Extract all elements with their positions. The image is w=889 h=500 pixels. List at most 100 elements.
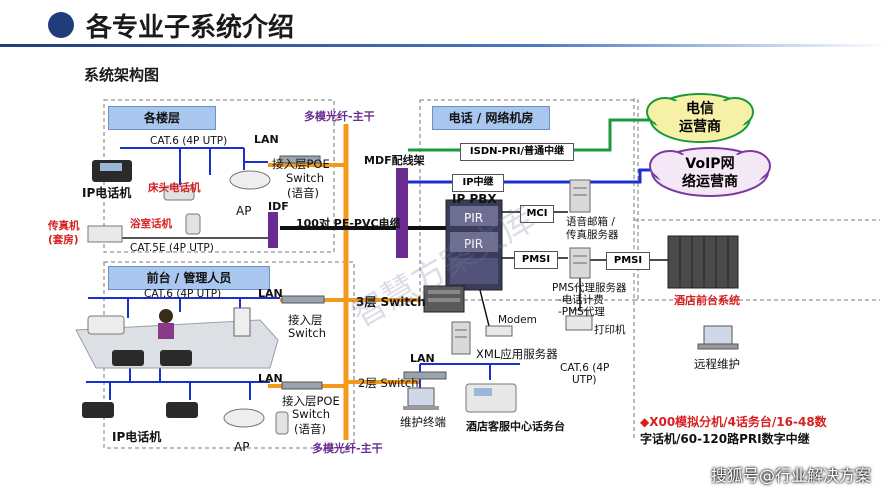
poe-switch-bot-line3: (语音) — [294, 422, 326, 436]
l3-switch-icon — [423, 285, 465, 313]
operator-icon — [158, 309, 174, 339]
cat6-label-1: CAT.6 (4P UTP) — [150, 135, 228, 147]
xml-server-icon — [451, 321, 471, 355]
hotel-front-label: 酒店前台系统 — [674, 294, 740, 307]
pms-proxy-line2: -电话计费 — [558, 294, 604, 306]
voicemail-label-line2: 传真服务器 — [566, 229, 619, 241]
l3-switch-label: 3层 Switch — [356, 295, 426, 309]
ap-label-top: AP — [236, 204, 252, 218]
phone-handset-icon — [275, 411, 289, 435]
ip-pbx-label: IP PBX — [452, 192, 497, 206]
title-underline — [0, 44, 889, 47]
mci-tag: MCI — [520, 205, 554, 223]
ip-pbx-rack-icon — [445, 199, 503, 291]
printer-label: 打印机 — [594, 324, 626, 336]
poe-switch-bot-line1: 接入层POE — [282, 394, 340, 408]
voicemail-server-icon — [569, 179, 591, 213]
hotel-front-rack-icon — [667, 235, 739, 289]
ip-phone-label-top: IP电话机 — [82, 186, 132, 200]
page-title: 各专业子系统介绍 — [86, 13, 295, 43]
ap-bottom-icon — [223, 408, 265, 428]
printer-icon — [565, 309, 593, 331]
console-icon — [465, 383, 517, 413]
diagram-subtitle: 系统架构图 — [84, 66, 160, 84]
pe-pvc-label: 100对 PE-PVC电缆 — [296, 217, 401, 230]
service-center-label: 酒店客服中心话务台 — [466, 420, 565, 433]
access-switch-line2: Switch — [288, 326, 327, 340]
poe-switch-top-line2: Switch — [286, 171, 325, 185]
cat6-label-2b: UTP) — [572, 374, 597, 386]
modem-label: Modem — [498, 314, 537, 326]
mdf-label: MDF配线架 — [364, 154, 425, 167]
lan-label-2: LAN — [258, 287, 283, 300]
footer-credit: 搜狐号@行业解决方案 — [710, 466, 871, 485]
spec-line1: ◆X00模拟分机/4话务台/16-48数 — [640, 413, 827, 430]
bath-phone-label: 浴室话机 — [130, 218, 172, 230]
l2-switch-label: 2层 Switch — [358, 376, 419, 390]
poe-switch-top-line1: 接入层POE — [272, 157, 330, 171]
voip-cloud-line2: 络运营商 — [682, 174, 738, 190]
cat6-front-label: CAT.6 (4P UTP) — [144, 288, 222, 300]
isdn-tag: ISDN-PRI/普通中继 — [460, 143, 574, 161]
bath-phone-icon — [185, 213, 201, 235]
cat6-label-2a: CAT.6 (4P — [560, 362, 610, 374]
ip-phone-label-bottom: IP电话机 — [112, 430, 162, 444]
ap-label-bottom: AP — [234, 440, 250, 454]
title-bar — [0, 0, 889, 50]
fax-icon — [87, 225, 123, 243]
lan-label-1: LAN — [254, 133, 279, 146]
pmsi-tag-right: PMSI — [606, 252, 650, 270]
maint-terminal-icon — [403, 387, 439, 410]
poe-switch-bot-line2: Switch — [292, 407, 331, 421]
access-switch-line1: 接入层 — [288, 313, 323, 327]
header-front-desk: 前台 / 管理人员 — [108, 266, 270, 290]
telecom-cloud-line1: 电信 — [686, 101, 714, 117]
xml-server-label: XML应用服务器 — [476, 347, 558, 361]
fax-label-line1: 传真机 — [48, 220, 80, 232]
idf-label: IDF — [268, 200, 289, 213]
pir-label-1: PIR — [464, 211, 484, 225]
header-floors: 各楼层 — [108, 106, 216, 130]
poe-switch-top-line3: (语音) — [287, 186, 319, 200]
pms-proxy-server-icon — [569, 247, 591, 279]
backbone-label-bottom: 多模光纤-主干 — [312, 442, 383, 455]
ap-top-icon — [229, 170, 271, 190]
pmsi-tag-left: PMSI — [514, 251, 558, 269]
bedside-phone-icon — [163, 185, 195, 201]
pms-proxy-line1: PMS代理服务器 — [552, 282, 627, 294]
ip-trunk-tag: IP中继 — [452, 174, 504, 192]
lan-label-4: LAN — [258, 372, 283, 385]
pms-proxy-line3: -PMS代理 — [558, 306, 605, 318]
voip-cloud-icon — [649, 147, 771, 197]
spec-line1-text: ◆X00模拟分机/4话务台/16-48数 — [640, 415, 827, 429]
telecom-room-frame — [419, 99, 639, 301]
voip-cloud-line1: VoIP网 — [685, 156, 735, 172]
laptop-icon — [697, 325, 739, 350]
maint-terminal-label: 维护终端 — [400, 415, 446, 429]
backbone-label-top: 多模光纤-主干 — [304, 110, 375, 123]
telecom-cloud-line2: 运营商 — [679, 119, 721, 135]
title-bullet-icon — [48, 12, 74, 38]
lan-label-3: LAN — [410, 352, 435, 365]
header-telecom-room: 电话 / 网络机房 — [432, 106, 550, 130]
bedside-phone-label: 床头电话机 — [148, 182, 201, 194]
telecom-cloud-icon — [646, 93, 754, 143]
pc-tower-icon — [233, 307, 251, 337]
access-switch-front-icon — [281, 295, 325, 304]
mdf-frame — [396, 168, 408, 258]
l2-switch-icon — [403, 371, 447, 380]
pir-label-2: PIR — [464, 237, 484, 251]
idf-frame — [268, 212, 278, 248]
spec-line2: 字话机/60-120路PRI数字中继 — [640, 432, 810, 446]
cat5e-label: CAT.5E (4P UTP) — [130, 242, 214, 254]
modem-icon — [485, 325, 513, 337]
poe-switch-bottom-icon — [281, 381, 323, 390]
voicemail-label-line1: 语音邮箱 / — [566, 216, 615, 228]
fax-label-line2: (套房) — [48, 234, 79, 246]
ip-phone-icon — [92, 160, 132, 182]
ip-trunk-line — [408, 168, 660, 184]
desk-phones-icon — [82, 315, 198, 418]
poe-switch-top-icon — [279, 155, 321, 164]
remote-label: 远程维护 — [694, 357, 740, 371]
